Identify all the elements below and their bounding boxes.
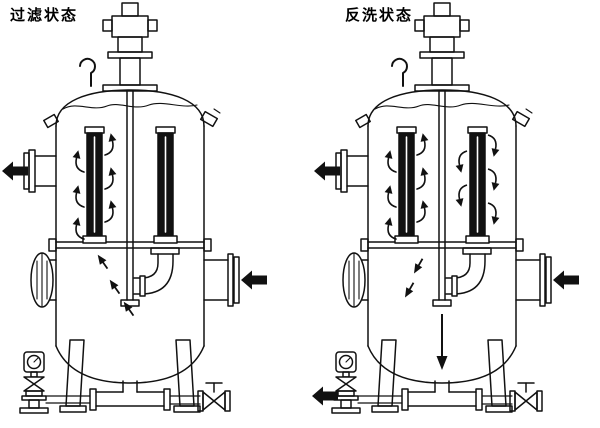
diagram-filtration [2, 3, 267, 413]
backwash-down-arrow [436, 314, 448, 370]
diagram-backwash [312, 3, 579, 413]
flow-arrow-drain [312, 386, 338, 406]
flow-arrows-backwash-chamber [400, 255, 427, 301]
diagram-title-backwash: 反洗状态 [345, 6, 414, 24]
flow-arrows-lower-chamber [93, 251, 138, 319]
diagram-title-filtration: 过滤状态 [10, 6, 79, 24]
